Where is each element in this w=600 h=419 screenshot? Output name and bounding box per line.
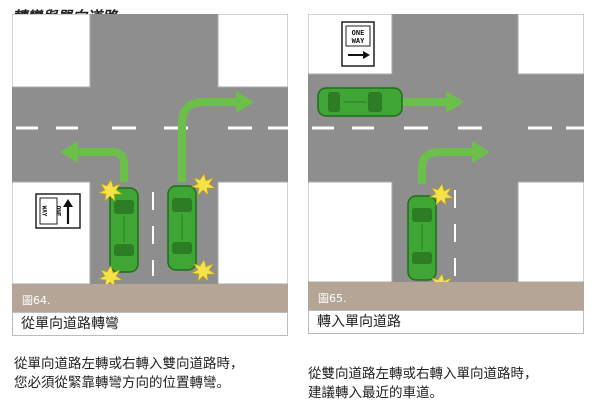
figure-64-diagram: ONE WAY [12,14,288,334]
figure-label: 圖64. [22,294,51,307]
left-turn-arrow-icon [76,148,128,182]
turn-arrow-icon [418,148,474,184]
sidewalk-corner-sw [308,181,393,283]
one-way-sign-icon: ONE WAY [35,193,81,229]
sidewalk-corner-ne [217,14,288,88]
figure-65-description: 從雙向道路左轉或右轉入單向道路時， 建議轉入最近的車道。 [308,366,538,401]
sign-text-one: ONE [352,29,365,37]
sign-text-one: ONE [55,206,62,217]
one-way-sign-icon: ONE WAY [341,21,375,67]
figure-label: 圖65. [318,292,347,305]
figure-caption: 從單向道路轉彎 [12,312,288,336]
sidewalk-corner-ne [517,14,584,75]
sign-text-way: WAY [41,206,48,217]
car-icon [317,87,403,117]
sign-text-way: WAY [352,37,365,45]
sidewalk-corner-se [217,181,288,285]
figure-65-panel: ONE WAY 圖65. 轉入單向道路 [308,14,584,334]
figure-caption: 轉入單向道路 [308,310,584,334]
car-icon [109,187,139,273]
car-icon [167,185,197,271]
figure-label-bar [308,282,584,310]
sidewalk-corner-se [517,181,584,283]
sidewalk-corner-nw [12,14,91,88]
car-icon [407,195,437,281]
figure-64-description: 從單向道路左轉或右轉入雙向道路時， 您必須從緊靠轉彎方向的位置轉彎。 [14,356,244,391]
figure-label-bar [12,284,288,312]
right-turn-arrow-icon [178,98,238,182]
figure-64-panel: ONE WAY 圖64. 從單向道路轉彎 [12,14,288,336]
figure-65-diagram: ONE WAY [308,14,584,334]
signal-burst-icon [98,173,216,288]
